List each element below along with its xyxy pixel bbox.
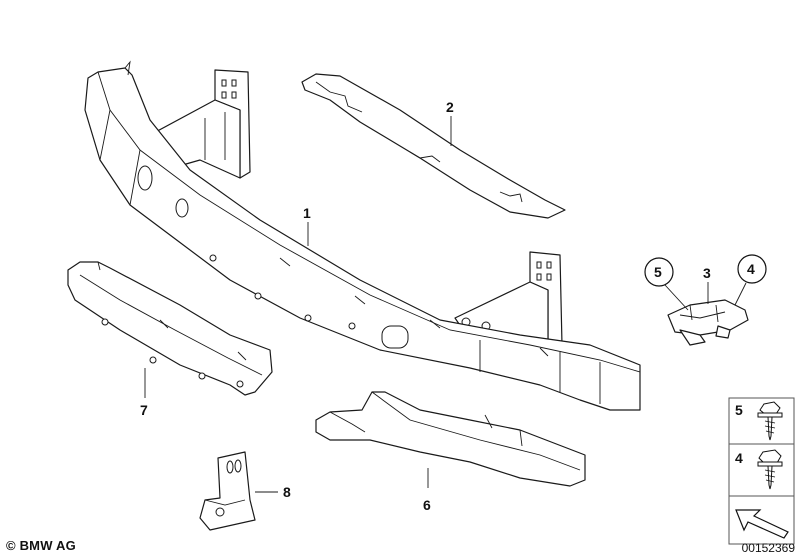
callout-5-circle: 5 xyxy=(644,257,674,287)
upper-strip-part-2[interactable] xyxy=(301,73,566,219)
bracket-part-8[interactable] xyxy=(199,451,256,531)
legend-row-4-number: 4 xyxy=(735,450,743,466)
callout-8: 8 xyxy=(283,484,291,500)
direction-arrow-icon xyxy=(735,509,789,539)
copyright-label: © BMW AG xyxy=(6,538,76,553)
callout-2: 2 xyxy=(446,99,454,115)
callout-4: 4 xyxy=(747,261,755,277)
fastener-legend: 5 4 xyxy=(728,397,795,545)
callout-1: 1 xyxy=(303,205,311,221)
callout-7: 7 xyxy=(140,402,148,418)
legend-row-5-number: 5 xyxy=(735,402,743,418)
bumper-carrier-part-1[interactable] xyxy=(84,60,641,411)
deflector-part-6[interactable] xyxy=(315,391,586,487)
clip-assembly-part-3[interactable] xyxy=(667,299,749,346)
callout-5: 5 xyxy=(654,264,662,280)
absorber-part-7[interactable] xyxy=(67,261,273,396)
callout-4-circle: 4 xyxy=(737,254,767,284)
diagram-id-label: 00152369 xyxy=(741,541,795,555)
callout-6: 6 xyxy=(423,497,431,513)
callout-3: 3 xyxy=(703,265,711,281)
hex-screw-icon xyxy=(757,449,783,490)
leader-lines xyxy=(144,116,747,493)
self-tapping-screw-icon xyxy=(757,401,783,441)
